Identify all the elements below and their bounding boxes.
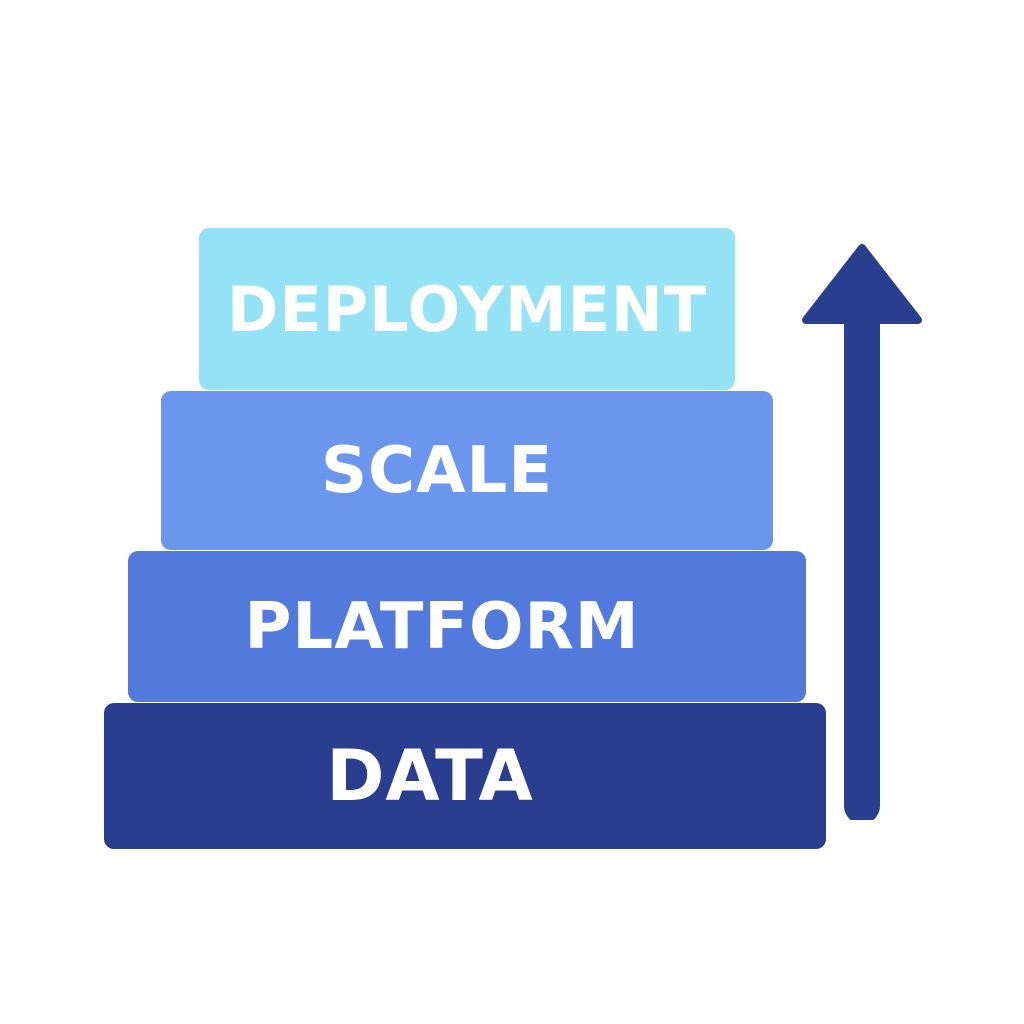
layer-deployment: DEPLOYMENT [199, 228, 735, 390]
layer-platform-label: PLATFORM [244, 589, 640, 664]
up-arrow-icon [802, 244, 922, 820]
layer-scale-label: SCALE [320, 433, 554, 508]
layer-deployment-label: DEPLOYMENT [226, 272, 708, 346]
layer-scale: SCALE [161, 391, 773, 550]
layer-data: DATA [104, 703, 826, 849]
arrow-head [802, 244, 922, 324]
layer-platform: PLATFORM [128, 551, 806, 702]
layer-data-label: DATA [326, 735, 534, 817]
